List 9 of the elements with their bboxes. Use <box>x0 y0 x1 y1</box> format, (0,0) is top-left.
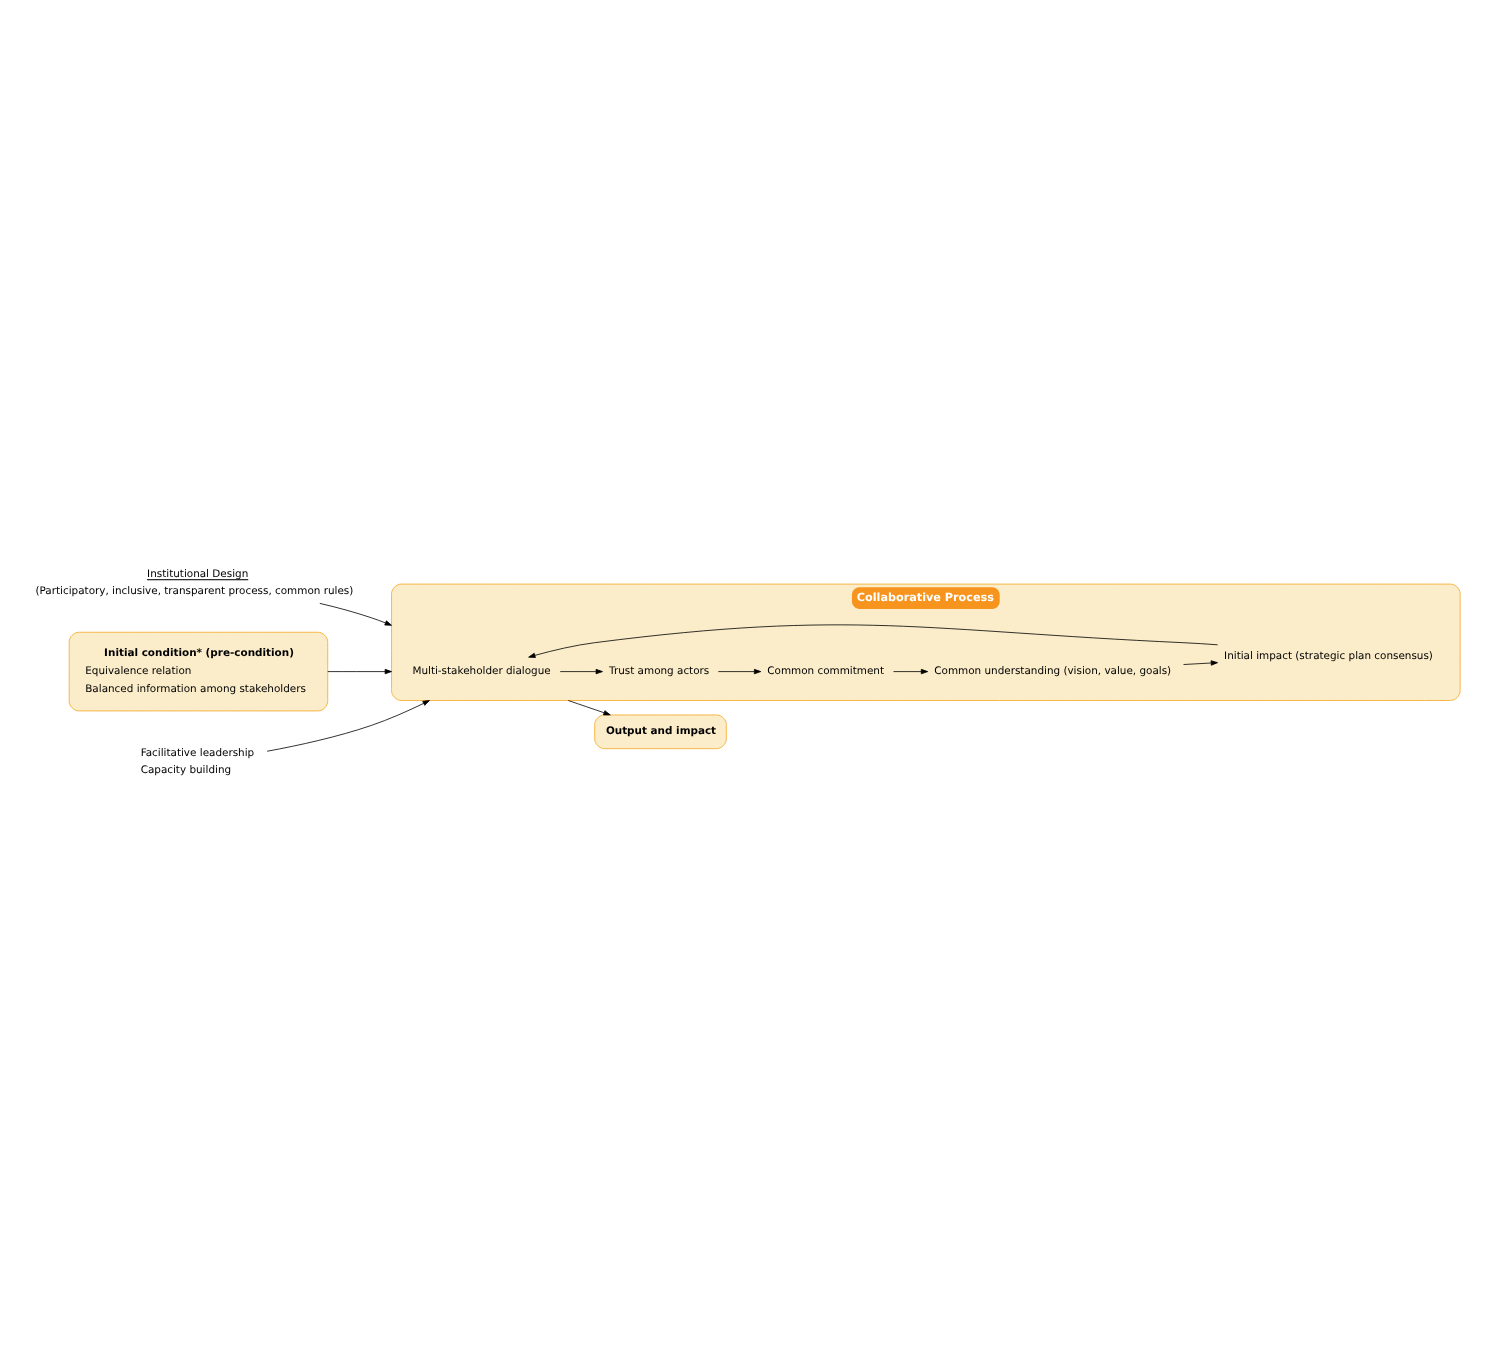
arrow <box>567 700 611 716</box>
arrow <box>327 668 392 675</box>
arrow <box>266 700 430 752</box>
arrow <box>1183 660 1218 666</box>
arrow <box>319 603 392 626</box>
arrow <box>528 624 1219 658</box>
arrow <box>559 668 603 675</box>
arrow <box>893 668 929 675</box>
arrow <box>717 668 762 675</box>
